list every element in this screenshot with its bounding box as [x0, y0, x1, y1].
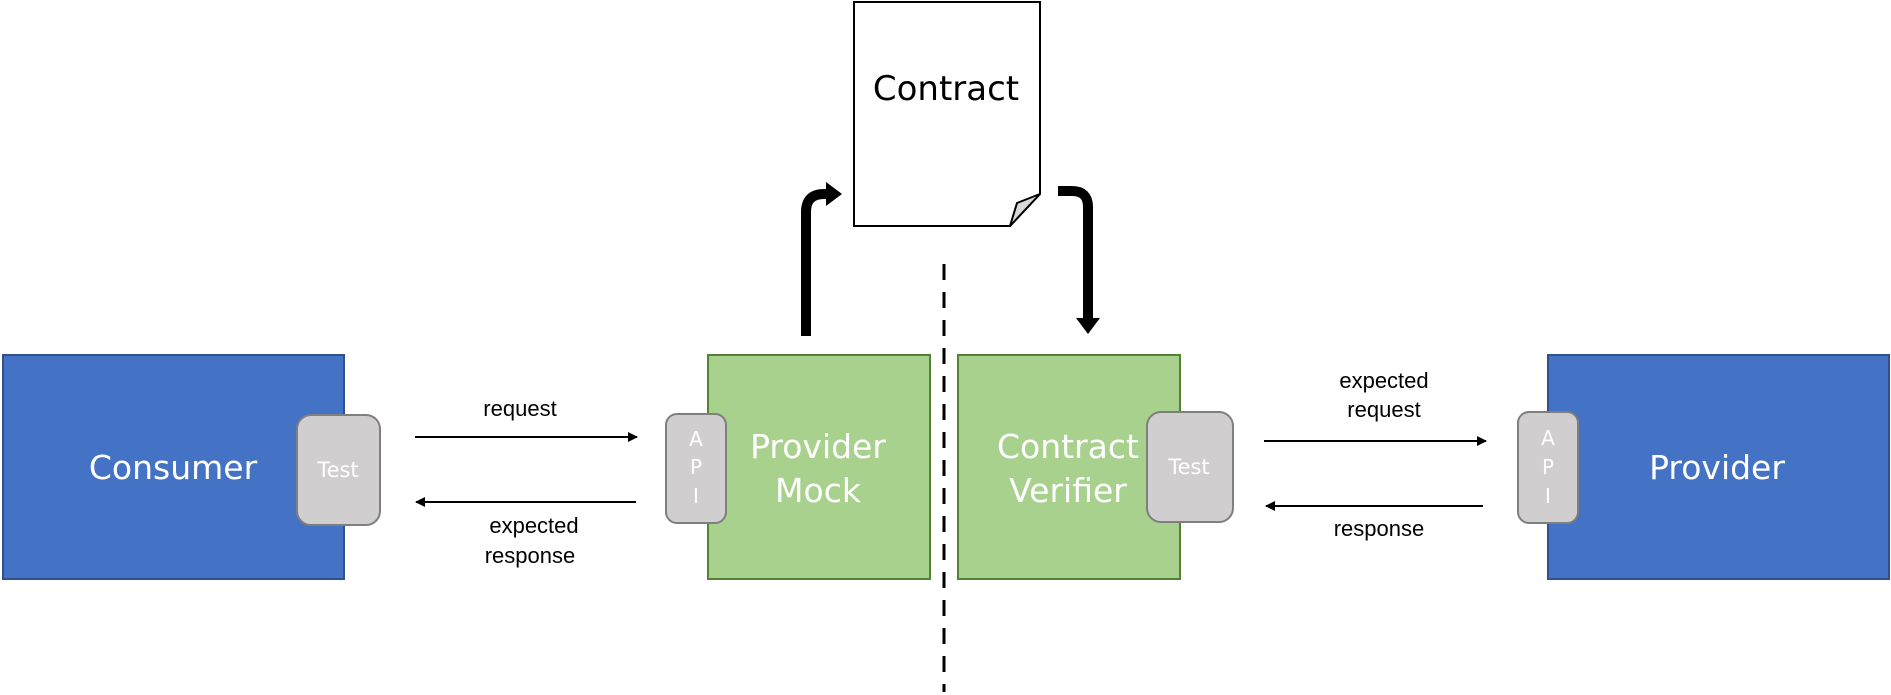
consumer-test-label: Test	[316, 458, 358, 482]
contract-page-fold-icon	[1009, 193, 1041, 227]
api-letter: P	[1542, 455, 1554, 479]
expected-request-label-line1: expected	[1339, 368, 1428, 393]
verifier-test-label: Test	[1167, 455, 1209, 479]
api-letter: I	[1545, 484, 1551, 508]
provider-label: Provider	[1649, 448, 1785, 487]
provider-block: Provider	[1547, 354, 1890, 580]
request-label: request	[483, 396, 556, 421]
expected-response-label-line2: response	[485, 543, 576, 568]
provider-mock-label-line2: Mock	[775, 471, 862, 510]
provider-response-arrow: response	[1265, 501, 1483, 541]
consumer-label: Consumer	[89, 448, 258, 487]
contract-page	[853, 1, 1041, 227]
fetch-contract-arrow	[1058, 186, 1100, 334]
publish-contract-arrow	[801, 182, 842, 336]
consumer-request-arrow: request	[415, 396, 638, 442]
api-letter: I	[693, 484, 699, 508]
consumer-block: Consumer	[2, 354, 345, 580]
verifier-test-badge: Test	[1146, 411, 1234, 523]
api-letter: P	[690, 455, 702, 479]
response-label: response	[1334, 516, 1425, 541]
contract-verifier-block: Contract Verifier	[957, 354, 1181, 580]
contract-title: Contract	[873, 69, 1019, 109]
contract-verifier-label-line2: Verifier	[1009, 471, 1127, 510]
api-letter: A	[689, 427, 703, 451]
provider-mock-api-badge: A P I	[665, 413, 727, 524]
api-letter: A	[1541, 426, 1555, 450]
expected-response-label-line1: expected	[489, 513, 578, 538]
provider-mock-label-line1: Provider	[750, 427, 886, 466]
contract-document: Contract	[853, 1, 1041, 227]
contract-verifier-label-line1: Contract	[997, 427, 1139, 466]
consumer-test-badge: Test	[296, 414, 381, 526]
expected-request-label-line2: request	[1347, 397, 1420, 422]
provider-mock-block: Provider Mock	[707, 354, 931, 580]
provider-request-arrow: expected request	[1264, 368, 1487, 446]
consumer-response-arrow: expected response	[415, 497, 636, 568]
provider-api-badge: A P I	[1517, 411, 1579, 524]
